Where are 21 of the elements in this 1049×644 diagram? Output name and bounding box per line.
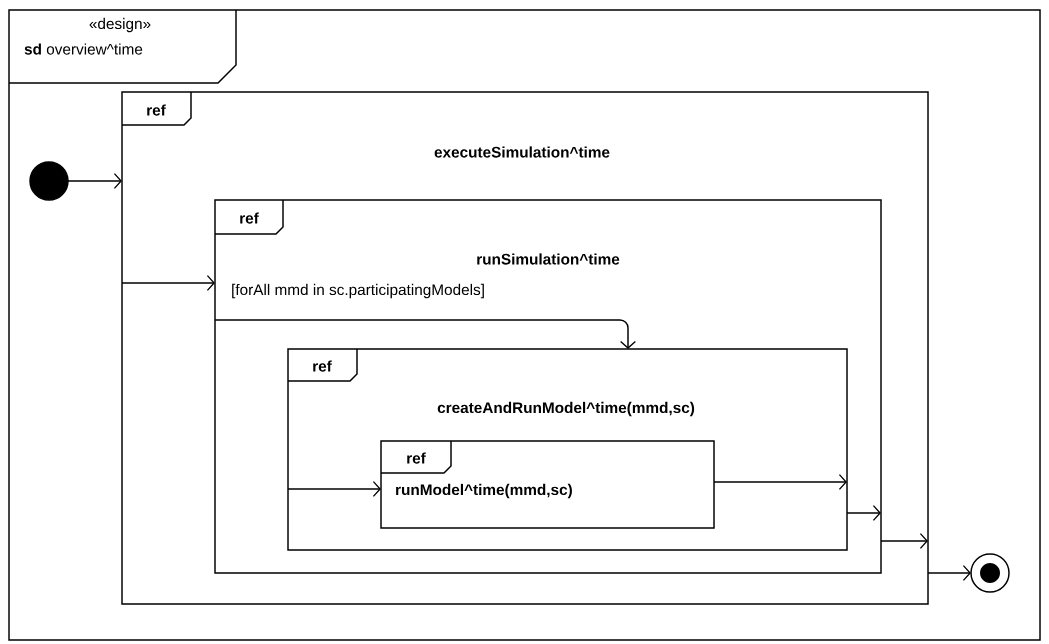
final-node — [970, 553, 1010, 593]
arrow — [287, 481, 381, 497]
guard-condition: [forAll mmd in sc.participatingModels] — [232, 283, 484, 299]
arrow — [713, 474, 847, 490]
frame-title: runSimulation^time — [477, 253, 620, 265]
arrow — [214, 319, 636, 349]
ref-keyword: ref — [147, 104, 166, 116]
stereotype-label: «design» — [89, 17, 151, 33]
arrow — [927, 565, 971, 581]
frame-title: sd overview^time — [24, 43, 143, 55]
initial-node — [29, 161, 69, 201]
ref-keyword: ref — [407, 452, 426, 464]
frame-title: executeSimulation^time — [434, 146, 610, 158]
ref-keyword: ref — [240, 212, 259, 224]
ref-keyword: ref — [313, 360, 332, 372]
arrow — [880, 533, 928, 549]
arrow — [121, 275, 215, 291]
arrow — [846, 505, 881, 521]
arrow — [67, 173, 122, 189]
frame-title: runModel^time(mmd,sc) — [396, 483, 572, 499]
frame-title: createAndRunModel^time(mmd,sc) — [437, 401, 695, 417]
